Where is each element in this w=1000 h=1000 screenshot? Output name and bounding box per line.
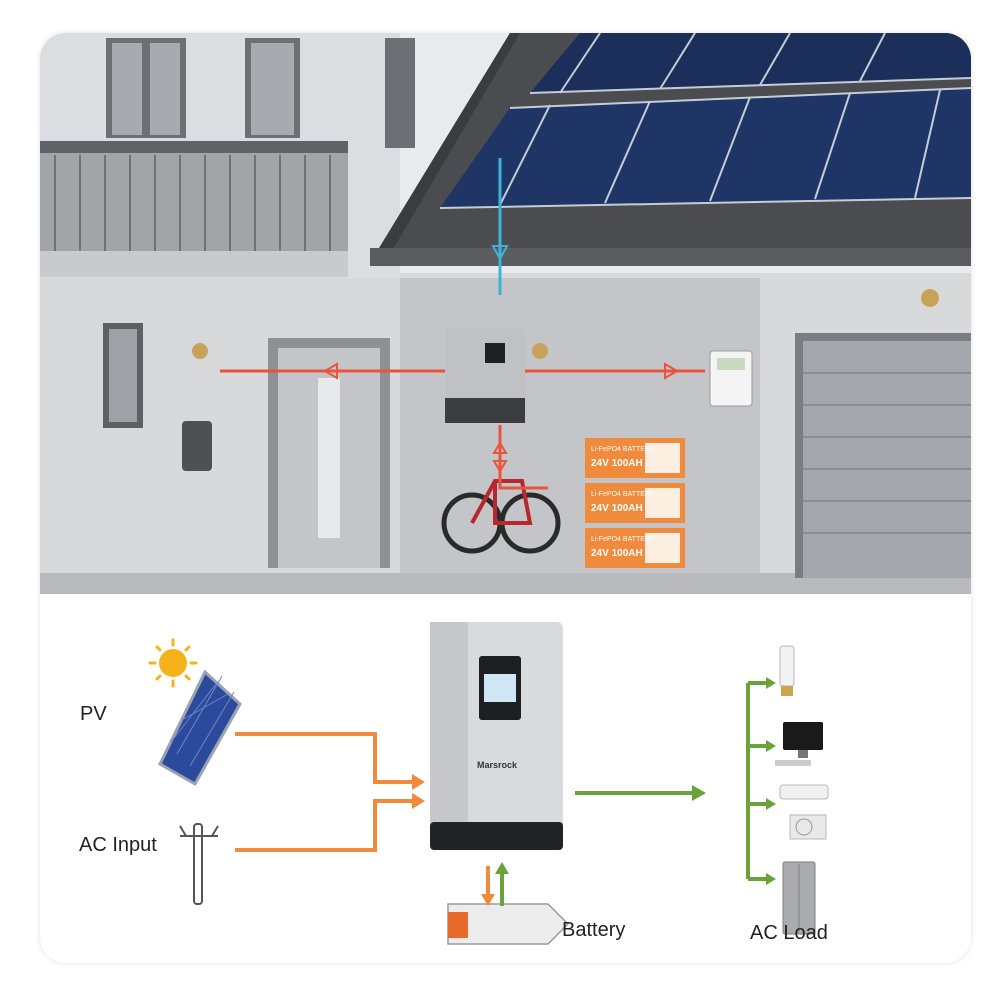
inverter-icon: Marsrock [430,622,563,850]
pv-label: PV [80,703,107,725]
battery-flow-arrows [481,862,509,906]
ac-input-arrowhead [412,793,425,809]
ac-load-label: AC Load [750,922,828,944]
wall-lamp-right [921,289,939,307]
battery-module-rating: 24V 100AH [591,458,643,469]
inverter-brand: Marsrock [477,760,518,770]
refrigerator-icon [782,861,816,935]
sun-icon [148,638,198,688]
front-door [268,338,390,568]
upper-window-middle [245,38,300,138]
infographic-card: Li-FePO4 BATTERY 24V 100AH Li-FePO4 BATT… [40,33,971,963]
energy-meter [709,350,753,407]
solar-panel-icon [158,669,242,787]
garage-door [795,333,971,578]
battery-module-label: Li-FePO4 BATTERY [591,491,655,498]
ac-input-label: AC Input [79,834,157,856]
upper-window-left [106,38,186,138]
pv-flow-arrow [235,732,415,852]
utility-pole-icon [179,823,219,905]
battery-module-rating: 24V 100AH [591,503,643,514]
ground-window [103,323,143,428]
computer-monitor-icon [775,722,823,766]
battery-module-label: Li-FePO4 BATTERY [591,446,655,453]
balcony [40,141,348,277]
load-flow-arrow [575,681,768,881]
scene-pv-flow-line [491,158,509,295]
battery-label: Battery [562,919,626,941]
upper-window-right [385,38,415,148]
roof-solar-array [439,33,971,209]
led-bulb-icon [779,645,795,696]
battery-icon [447,903,570,945]
wall-lamp-left [192,343,208,359]
wall-lamp-center [532,343,548,359]
battery-module-label: Li-FePO4 BATTERY [591,536,655,543]
battery-module-rating: 24V 100AH [591,548,643,559]
air-conditioner-icon [779,784,829,840]
energy-flow-diagram: Marsrock [148,622,829,945]
battery-stack: Li-FePO4 BATTERY 24V 100AH Li-FePO4 BATT… [585,438,685,568]
bicycle [441,479,561,554]
house-scene: Li-FePO4 BATTERY 24V 100AH Li-FePO4 BATT… [40,33,971,594]
wall-inverter [445,328,525,423]
mailbox [182,421,212,471]
scene-ac-flow-line [220,362,705,490]
load-arrowheads [692,677,776,885]
pv-arrowhead [412,774,425,790]
